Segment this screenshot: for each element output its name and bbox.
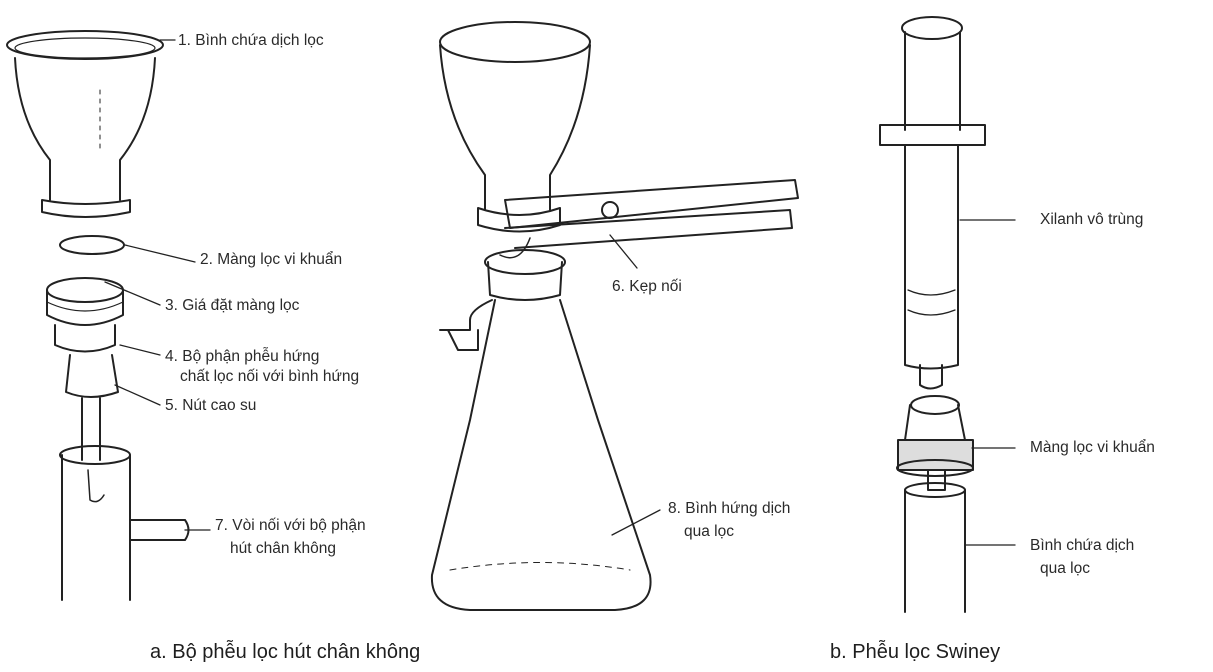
label-receiving-flask-cont: qua lọc xyxy=(684,522,734,542)
swinney-filter-holder xyxy=(897,396,973,490)
label-rubber-stopper: 5. Nút cao su xyxy=(165,396,256,416)
label-vacuum-nozzle: 7. Vòi nối với bộ phận xyxy=(215,516,366,536)
label-funnel-connector-cont: chất lọc nối với bình hứng xyxy=(180,367,359,387)
membrane-holder xyxy=(47,278,123,352)
label-filter-membrane: 2. Màng lọc vi khuẩn xyxy=(200,250,342,270)
label-bacterial-membrane: Màng lọc vi khuẩn xyxy=(1030,438,1155,458)
receiving-tube xyxy=(905,483,965,612)
rubber-stopper xyxy=(66,355,118,460)
label-funnel-reservoir: 1. Bình chứa dịch lọc xyxy=(178,31,324,51)
flask-neck xyxy=(60,446,189,600)
funnel-reservoir xyxy=(7,31,163,217)
label-funnel-connector: 4. Bộ phận phễu hứng xyxy=(165,347,319,367)
holder-on-flask xyxy=(485,250,565,300)
caption-swinney-filter: b. Phễu lọc Swiney xyxy=(830,640,1000,664)
label-filtrate-container: Bình chứa dịch xyxy=(1030,536,1134,556)
syringe xyxy=(880,17,985,389)
label-receiving-flask: 8. Bình hứng dịch xyxy=(668,499,790,519)
label-vacuum-nozzle-cont: hút chân không xyxy=(230,539,336,559)
erlenmeyer-flask xyxy=(432,300,651,610)
label-filtrate-container-cont: qua lọc xyxy=(1040,559,1090,579)
label-sterile-syringe: Xilanh vô trùng xyxy=(1040,210,1143,230)
leader-line-4 xyxy=(120,345,160,355)
leader-line-3 xyxy=(105,282,160,305)
filter-membrane xyxy=(60,236,124,254)
label-clamp: 6. Kẹp nối xyxy=(612,277,682,297)
leader-line-5 xyxy=(115,385,160,405)
caption-vacuum-funnel-set: a. Bộ phễu lọc hút chân không xyxy=(150,640,420,664)
leader-line-2 xyxy=(125,245,195,262)
clamp xyxy=(500,180,798,258)
label-membrane-holder: 3. Giá đặt màng lọc xyxy=(165,296,299,316)
